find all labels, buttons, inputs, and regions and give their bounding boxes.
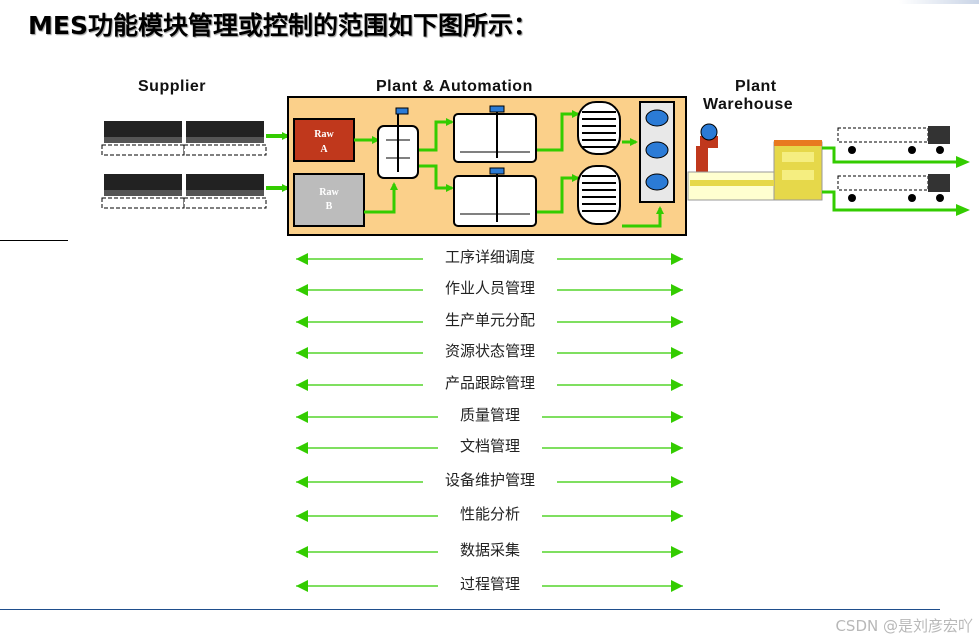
scope-arrow-left-head: [296, 347, 308, 359]
function-label: 作业人员管理: [444, 279, 536, 297]
plant-automation-label: Plant & Automation: [376, 78, 533, 95]
heat-exchanger-coil-icon: [577, 101, 621, 155]
scope-arrow-right-head: [671, 580, 683, 592]
railcar-icon: [101, 121, 267, 156]
function-label: 文档管理: [459, 437, 521, 455]
scope-arrow-right-head: [671, 347, 683, 359]
scope-arrow-left-head: [296, 580, 308, 592]
scope-arrow-left-head: [296, 379, 308, 391]
warehouse-icon: [687, 123, 823, 201]
raw-b-label-line2: B: [326, 201, 333, 212]
scope-arrow-right-head: [671, 510, 683, 522]
scope-arrow-left-head: [296, 442, 308, 454]
left-divider: [0, 240, 68, 241]
scope-arrow-left-head: [296, 284, 308, 296]
raw-a-block: [293, 118, 355, 162]
scope-arrow-right-head: [671, 442, 683, 454]
heat-exchanger-coil-icon: [577, 165, 621, 225]
corner-accent: [899, 0, 979, 4]
plant-flow-arrows: [354, 110, 664, 228]
function-label: 质量管理: [459, 406, 521, 424]
scope-arrow-right-head: [671, 253, 683, 265]
scope-arrow-left-head: [296, 411, 308, 423]
raw-b-block: [293, 173, 365, 227]
outbound-arrows: [822, 146, 970, 216]
packaging-unit-icon: [639, 101, 675, 203]
scope-arrow-left-head: [296, 476, 308, 488]
function-label: 产品跟踪管理: [444, 374, 536, 392]
page-title: MES功能模块管理或控制的范围如下图所示：: [28, 11, 538, 40]
scope-arrow-right-head: [671, 316, 683, 328]
function-label: 设备维护管理: [444, 471, 536, 489]
scope-arrow-left-head: [296, 316, 308, 328]
raw-b-label-line1: Raw: [319, 187, 339, 198]
scope-arrow-left-head: [296, 253, 308, 265]
function-label: 性能分析: [459, 505, 521, 523]
delivery-truck-icon: [837, 126, 950, 154]
watermark: CSDN @是刘彦宏吖: [835, 617, 973, 635]
raw-a-label-line1: Raw: [314, 129, 334, 140]
scope-arrow-left-head: [296, 510, 308, 522]
reactor-tank-icon: [453, 105, 537, 163]
function-label: 资源状态管理: [444, 342, 536, 360]
reactor-tank-icon: [453, 167, 537, 227]
plant-warehouse-label-line2: Warehouse: [703, 96, 794, 113]
scope-arrow-right-head: [671, 546, 683, 558]
mixer-icon: [377, 107, 419, 179]
scope-arrow-right-head: [671, 284, 683, 296]
bottom-divider: [0, 609, 940, 610]
scope-arrow-left-head: [296, 546, 308, 558]
function-label: 生产单元分配: [444, 311, 536, 329]
function-label: 工序详细调度: [444, 248, 536, 266]
scope-arrow-right-head: [671, 411, 683, 423]
plant-warehouse-label-line1: Plant: [735, 78, 777, 95]
supplier-railcars: [101, 121, 290, 209]
delivery-truck-icon: [837, 174, 950, 202]
scope-arrow-right-head: [671, 476, 683, 488]
function-label: 数据采集: [459, 541, 521, 559]
raw-a-label-line2: A: [320, 144, 328, 155]
function-label: 过程管理: [459, 575, 521, 593]
scope-arrow-right-head: [671, 379, 683, 391]
supplier-label: Supplier: [138, 78, 207, 95]
railcar-icon: [101, 174, 267, 209]
